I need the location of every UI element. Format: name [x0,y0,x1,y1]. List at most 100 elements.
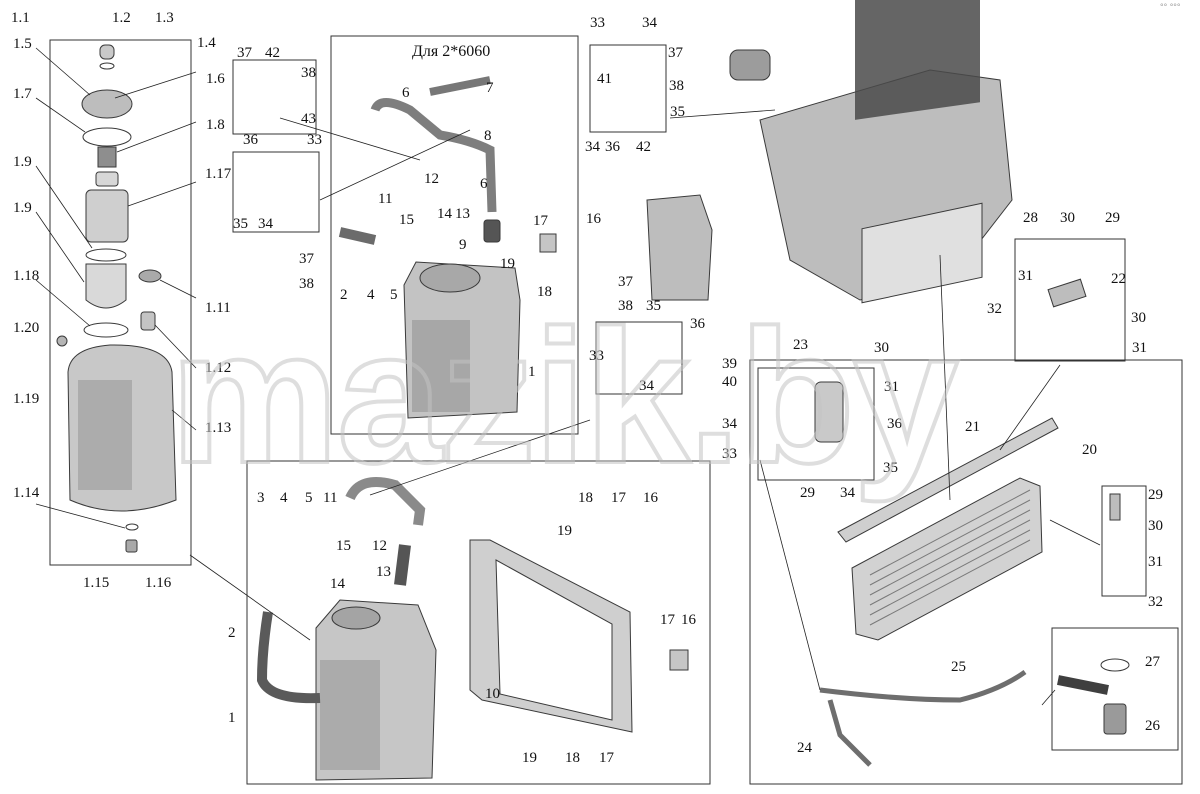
callout-label: 21 [965,419,980,435]
callout-label: 1.19 [13,391,39,407]
callout-label: 19 [500,256,515,272]
callout-label: 1.11 [205,300,231,316]
breather-part [138,269,162,283]
pipe-25-part [819,669,1027,703]
callout-label: 37 [237,45,253,61]
callout-label: 42 [636,139,651,155]
spring-part [97,146,117,168]
callout-label: 38 [669,78,684,94]
bottom-tank-cover [331,606,381,630]
callout-label: 33 [590,15,605,31]
frame-bracket-detail-d [757,367,875,481]
frame-cooler-assembly [749,359,1183,785]
callout-label: 15 [399,212,414,228]
callout-label: 16 [681,612,697,628]
callout-label: 36 [243,132,259,148]
callout-label: 33 [722,446,737,462]
callout-label: 18 [537,284,552,300]
callout-label: 30 [1131,310,1146,326]
callout-label: 2 [228,625,236,641]
callout-label: 40 [722,374,737,390]
tank-cover-part [419,263,481,293]
watermark-text: mazik.by [170,291,958,503]
callout-label: 1 [228,710,236,726]
callout-label: 1.16 [145,575,172,591]
sight-glass-part [140,311,156,331]
callout-label: 25 [951,659,966,675]
callout-label: 30 [1060,210,1075,226]
callout-label: 18 [578,490,593,506]
small-tank-right-part [646,194,713,301]
callout-label: 14 [437,206,453,222]
callout-label: 2 [340,287,348,303]
callout-label: 4 [280,490,288,506]
callout-label: 34 [258,216,274,232]
callout-label: 16 [586,211,602,227]
callout-label: 1 [528,364,536,380]
filter-bowl-part [85,263,127,309]
bolt-29-part [1109,493,1121,521]
callout-label: 5 [390,287,398,303]
callout-label: 27 [1145,654,1161,670]
filter-element-part [85,189,129,243]
callout-label: 10 [485,686,500,702]
union-26-part [1103,703,1127,735]
callout-label: 43 [301,111,316,127]
callout-label: 11 [378,191,392,207]
callout-label: 9 [459,237,467,253]
callout-label: 33 [589,348,604,364]
callout-label: 36 [605,139,621,155]
callout-label: 42 [265,45,280,61]
callout-label: 31 [1132,340,1147,356]
callout-label: 31 [1018,268,1033,284]
callout-label: 38 [618,298,633,314]
o-ring-part [83,322,129,338]
callout-label: 19 [522,750,537,766]
callout-label: 1.6 [206,71,225,87]
callout-label: 29 [1105,210,1120,226]
callout-label: 16 [643,490,659,506]
pipe-2-part [338,227,377,245]
radiator-core-part [855,0,980,120]
callout-label: 13 [455,206,470,222]
callout-label: 15 [336,538,351,554]
callout-label: 3 [257,490,265,506]
callout-label: 38 [301,65,316,81]
bottom-tank-core [320,660,380,770]
callout-label: 1.14 [13,485,40,501]
callout-label: 8 [484,128,492,144]
strap-21-part [837,417,1059,543]
callout-label: 17 [599,750,615,766]
callout-label: 1.17 [205,166,232,182]
callout-label: 34 [722,416,738,432]
callout-label: 31 [1148,554,1163,570]
parts [56,0,1130,781]
mount-frame-part [469,539,633,733]
callout-label: 35 [670,104,685,120]
callout-label: 34 [840,485,856,501]
callout-label: 6 [480,176,488,192]
callout-label: 32 [987,301,1002,317]
callout-label: 17 [611,490,627,506]
callout-label: 1.9 [13,154,32,170]
callout-label: 1.8 [206,117,225,133]
callout-label: 29 [800,485,815,501]
callout-label: 37 [618,274,634,290]
frame-bracket-detail-c [595,321,683,395]
callout-label: 30 [874,340,889,356]
callout-label: 17 [533,213,549,229]
cap-part [99,44,115,60]
frame-bolt-detail [1014,238,1126,362]
callout-label: 1.5 [13,36,32,52]
gasket-part [82,127,132,147]
callout-label: 39 [722,356,737,372]
frame-2x6060 [330,35,579,435]
cooler-fins [869,489,1031,626]
callout-label: 1.1 [11,10,30,26]
filter-cup-part [95,171,119,187]
callout-label: 28 [1023,210,1038,226]
banjo-27-part [1057,675,1109,695]
pipe-24-part [827,699,872,767]
